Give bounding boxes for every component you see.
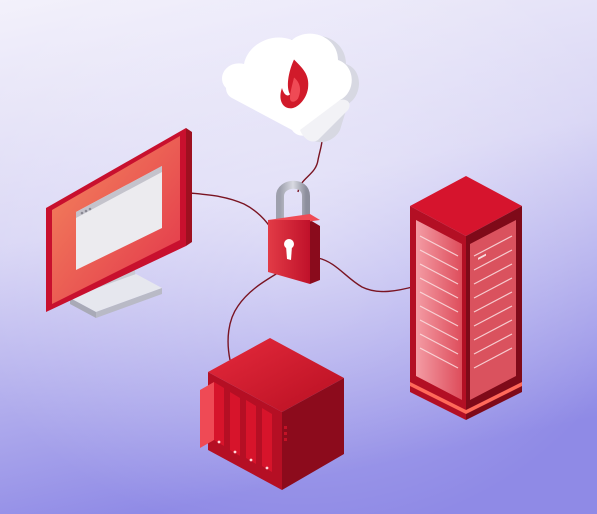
rack-units: [419, 235, 513, 369]
rack-base-strip-left: [410, 382, 466, 414]
flame-icon: [280, 59, 309, 109]
nas-status-leds: [217, 440, 269, 470]
cable-lock-to-monitor: [189, 192, 273, 231]
window-dot-1: [80, 211, 84, 215]
nas-top: [208, 338, 344, 412]
cable-lock-to-cloud: [297, 139, 323, 193]
connection-cables: [189, 139, 417, 361]
monitor-stand-base: [70, 274, 162, 312]
rack-glass-right: [470, 220, 516, 400]
monitor-icon: [46, 128, 192, 318]
padlock-keyhole-slot: [286, 246, 292, 260]
monitor-window-titlebar: [76, 166, 162, 218]
monitor-window: [76, 166, 162, 270]
cloud-highlight: [300, 99, 350, 142]
server-rack-icon: [410, 176, 522, 420]
padlock-shackle: [276, 180, 310, 226]
cable-lock-to-server: [317, 257, 417, 293]
monitor-frame-side: [186, 128, 192, 246]
nas-bay-4: [262, 408, 272, 472]
monitor-stand-base-side: [96, 288, 162, 318]
nas-drive-bays: [200, 382, 272, 472]
padlock-body-side: [310, 220, 320, 284]
rack-base-strip-right: [466, 382, 522, 414]
nas-side-vents: [284, 426, 287, 441]
cloud-body: [222, 33, 352, 136]
nas-bay-handle: [200, 382, 214, 448]
cloud-flame-icon: [222, 33, 359, 143]
rack-glass-left: [416, 220, 462, 400]
nas-storage-icon: [200, 338, 344, 490]
window-dot-3: [88, 207, 92, 211]
padlock-icon: [268, 180, 320, 284]
cable-lock-to-nas: [227, 267, 287, 361]
nas-right-face: [282, 378, 344, 490]
nas-bay-3: [246, 400, 256, 464]
rack-unit-lights: [478, 253, 486, 260]
monitor-stand-base-edge: [70, 298, 96, 318]
nas-bay-1: [214, 382, 224, 446]
window-dot-2: [84, 209, 88, 213]
nas-bay-2: [230, 392, 240, 456]
